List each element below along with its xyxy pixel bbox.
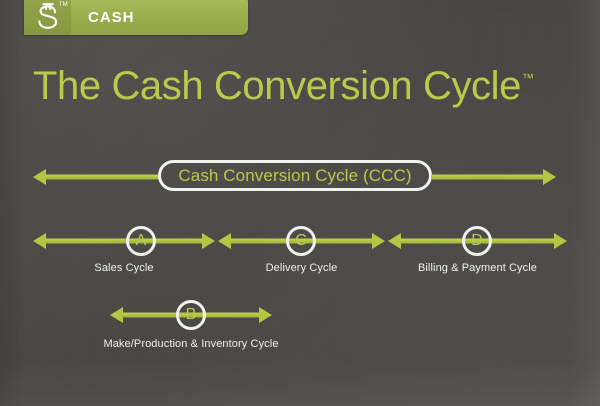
dollar-sign-icon xyxy=(33,3,63,32)
left-edge-shadow xyxy=(0,0,26,406)
segment-a-label: Sales Cycle xyxy=(94,262,154,274)
segment-b-letter: B xyxy=(185,306,197,323)
ccc-left-arrowbar xyxy=(45,174,159,180)
segment-c-right-arrowhead xyxy=(372,233,385,249)
ccc-right-arrowhead xyxy=(543,169,556,185)
logo-trademark: TM xyxy=(58,2,68,8)
segment-c-arrow: C xyxy=(218,226,385,256)
bottom-scan-sheen xyxy=(0,358,600,406)
segment-b-label: Make/Production & Inventory Cycle xyxy=(103,338,279,350)
right-edge-sheen xyxy=(570,0,600,406)
segment-a-right-arrowhead xyxy=(202,233,215,249)
segment-a-bar xyxy=(45,238,203,244)
ccc-pill-label: Cash Conversion Cycle (CCC) xyxy=(178,165,412,185)
ccc-right-arrowbar xyxy=(431,174,544,180)
segment-d-badge: D xyxy=(462,226,492,256)
segment-a-badge: A xyxy=(126,226,156,256)
segment-c-label: Delivery Cycle xyxy=(265,262,338,274)
segment-a-left-arrowhead xyxy=(33,233,46,249)
header-tab: TM CASH xyxy=(24,0,248,35)
segment-d-left-arrowhead xyxy=(388,233,401,249)
segment-c-badge: C xyxy=(286,226,316,256)
segment-b-badge: B xyxy=(176,300,206,330)
segment-d-arrow: D xyxy=(388,226,567,256)
segment-b-right-arrowhead xyxy=(259,307,272,323)
segment-a-letter: A xyxy=(135,232,147,249)
ccc-left-arrowhead xyxy=(33,169,46,185)
segment-d-letter: D xyxy=(471,232,483,249)
header-tab-label: CASH xyxy=(88,9,135,26)
segment-d-label: Billing & Payment Cycle xyxy=(417,262,538,274)
segment-c-letter: C xyxy=(295,232,307,249)
segment-b-arrow: B xyxy=(110,300,272,330)
page-title-trademark: ™ xyxy=(522,71,534,85)
ccc-pill: Cash Conversion Cycle (CCC) xyxy=(158,160,432,191)
segment-b-left-arrowhead xyxy=(110,307,123,323)
page-title-text: The Cash Conversion Cycle xyxy=(33,64,521,108)
logo-box: TM xyxy=(24,0,71,35)
ccc-row: Cash Conversion Cycle (CCC) xyxy=(33,160,567,194)
page-title: The Cash Conversion Cycle™ xyxy=(33,66,534,106)
segment-a-arrow: A xyxy=(33,226,215,256)
segment-d-right-arrowhead xyxy=(554,233,567,249)
segment-c-left-arrowhead xyxy=(218,233,231,249)
